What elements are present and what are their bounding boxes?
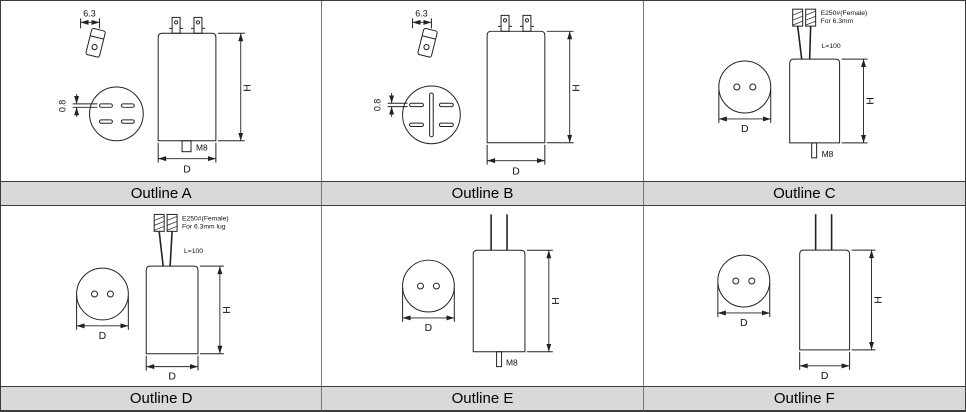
top-view	[89, 86, 144, 142]
drawing-outline-c: E250#(Female) For 6.3mm L=100 D M8	[718, 8, 876, 159]
outline-f-label: Outline F	[773, 390, 835, 407]
outline-a-label: Outline A	[130, 185, 192, 202]
dim-label-diameter: D	[513, 167, 521, 178]
stud: M8	[181, 140, 208, 153]
side-view	[798, 249, 850, 351]
lead-wires	[796, 26, 812, 60]
outline-d-label: Outline D	[129, 390, 193, 407]
lead-wires	[814, 214, 833, 251]
spade-lug-shape	[85, 27, 106, 58]
outline-b-label: Outline B	[451, 185, 514, 202]
panel-outline-b: 6.3	[322, 1, 644, 181]
panel-outline-f: D H D	[644, 206, 965, 386]
top-view	[402, 259, 456, 313]
side-view	[145, 265, 199, 355]
dim-label-height: H	[243, 84, 254, 92]
terminal-right	[520, 14, 535, 32]
dim-label-height: H	[572, 84, 583, 92]
lead-wires	[158, 231, 173, 267]
slot-width-dimension: 0.8	[373, 92, 408, 117]
dim-label-body-diameter: D	[168, 372, 176, 383]
drawing-outline-f: D H D	[717, 214, 884, 382]
lead-terminals	[791, 8, 816, 27]
stud-label: M8	[821, 149, 833, 159]
panel-outline-d: E250#(Female) For 6.3mm lug L=100 D	[1, 206, 323, 386]
dim-label-diameter: D	[99, 331, 107, 342]
panel-outline-e: D M8 H	[322, 206, 644, 386]
outline-c-label: Outline C	[773, 185, 836, 202]
spade-lug-shape	[417, 27, 438, 58]
drawing-outline-d: E250#(Female) For 6.3mm lug L=100 D	[76, 213, 233, 383]
height-dimension: H	[527, 249, 562, 353]
top-view	[717, 254, 770, 308]
body-diameter-dimension: D	[798, 351, 850, 382]
drawing-outline-a: 6.3 0	[58, 8, 254, 176]
outline-e-label: Outline E	[451, 390, 514, 407]
drawing-outline-b: 6.3	[373, 8, 583, 178]
dim-label-height: H	[222, 306, 233, 314]
dim-label-height: H	[873, 296, 884, 304]
terminal-left	[498, 14, 513, 32]
terminal-note-line2: For 6.3mm	[820, 18, 853, 25]
height-dimension: H	[199, 265, 233, 355]
lug-detail: 6.3	[412, 8, 438, 58]
panel-outline-c: E250#(Female) For 6.3mm L=100 D M8	[644, 1, 965, 181]
panel-outline-a: 6.3 0	[1, 1, 323, 181]
dim-label-diameter: D	[740, 318, 748, 329]
side-view: M8	[473, 249, 526, 368]
top-view	[718, 60, 771, 114]
diameter-dimension: D	[76, 296, 129, 342]
dim-label-lug-width: 6.3	[416, 8, 428, 18]
diameter-dimension: D	[718, 89, 771, 135]
lug-detail: 6.3	[80, 8, 106, 58]
stud-label: M8	[506, 358, 518, 368]
drawing-outline-e: D M8 H	[402, 214, 562, 368]
side-view: M8	[157, 16, 217, 153]
height-dimension: H	[217, 32, 254, 142]
label-bar-outline-e: Outline E	[322, 386, 644, 411]
terminal-note-line1: E250#(Female)	[820, 10, 867, 17]
dim-label-diameter: D	[425, 323, 433, 334]
lead-length-label: L=100	[184, 248, 203, 255]
top-view	[76, 267, 129, 321]
label-bar-outline-d: Outline D	[1, 386, 323, 411]
terminal-right	[191, 16, 205, 34]
height-dimension: H	[841, 58, 876, 144]
label-bar-outline-a: Outline A	[1, 181, 323, 206]
dim-label-body-diameter: D	[821, 371, 829, 382]
slot-width-dimension: 0.8	[58, 93, 98, 117]
dim-label-lug-width: 6.3	[83, 8, 95, 18]
dim-label-slot-width: 0.8	[373, 99, 383, 111]
dim-label-diameter: D	[183, 165, 191, 176]
dim-label-diameter: D	[741, 124, 749, 135]
lead-wires	[490, 214, 509, 251]
diameter-dimension: D	[486, 144, 546, 178]
label-bar-outline-c: Outline C	[643, 181, 965, 206]
terminal-left	[169, 16, 184, 34]
stud: M8	[810, 142, 833, 159]
dim-label-height: H	[865, 97, 876, 105]
height-dimension: H	[547, 30, 583, 144]
stud: M8	[496, 351, 518, 368]
top-view	[402, 85, 462, 145]
stud-label: M8	[196, 143, 208, 153]
diameter-dimension: D	[402, 288, 456, 334]
label-bar-outline-b: Outline B	[322, 181, 644, 206]
height-dimension: H	[851, 249, 884, 351]
side-view: M8	[788, 58, 840, 159]
side-view	[486, 14, 546, 144]
dim-label-height: H	[551, 297, 562, 305]
body-diameter-dimension: D	[145, 355, 199, 383]
label-bar-outline-f: Outline F	[643, 386, 965, 411]
diameter-dimension: D	[717, 283, 770, 329]
terminal-note-line1: E250#(Female)	[182, 215, 229, 222]
lead-length-label: L=100	[821, 43, 840, 50]
terminal-note-line2: For 6.3mm lug	[182, 223, 226, 230]
dim-label-slot-width: 0.8	[58, 100, 68, 112]
lead-terminals	[153, 213, 178, 232]
diameter-dimension: D	[157, 142, 217, 176]
